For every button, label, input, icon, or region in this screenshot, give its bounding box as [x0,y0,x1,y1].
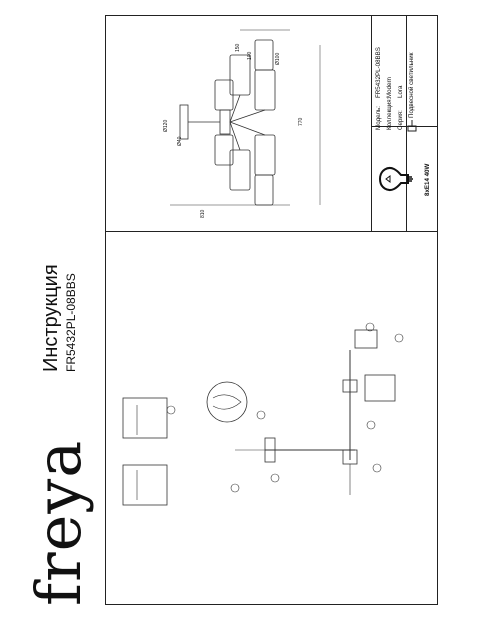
document-title: Инструкция [40,264,62,372]
instruction-sheet [105,15,438,605]
spec-series-label: Серия: [397,110,404,130]
panel-divider [371,16,372,231]
spec-collection-value: Modern [386,77,393,98]
dim-diameter-canopy: Ø120 [163,119,169,132]
spec-divider-horizontal [371,126,437,127]
spec-model-value: FR5432PL-08BBS [375,47,382,98]
dim-shade-height: 100 [247,51,253,60]
assembly-drawing [122,322,404,506]
dim-diameter-small: Ø40 [177,136,183,146]
pendant-icon [407,120,417,132]
dim-shade-diameter: Ø100 [275,52,281,65]
spec-divider-vertical [406,16,407,231]
spec-model-label: Модель: [375,106,382,130]
spec-series-value: Lora [397,85,404,98]
spec-type-value: Подвесной светильник [408,52,415,118]
dim-shade-top: 150 [235,43,241,52]
bulb-spec: 8xE14 40W [424,163,431,196]
brand-logo: freya [22,439,95,606]
dim-overall-height: 770 [298,117,304,126]
dimension-drawing [170,29,321,206]
lightbulb-icon [378,167,413,191]
dim-overall-width: 810 [200,209,206,218]
model-code: FR5432PL-08BBS [64,273,78,372]
spec-collection-label: Коллекция: [386,97,393,130]
section-divider [106,231,437,232]
